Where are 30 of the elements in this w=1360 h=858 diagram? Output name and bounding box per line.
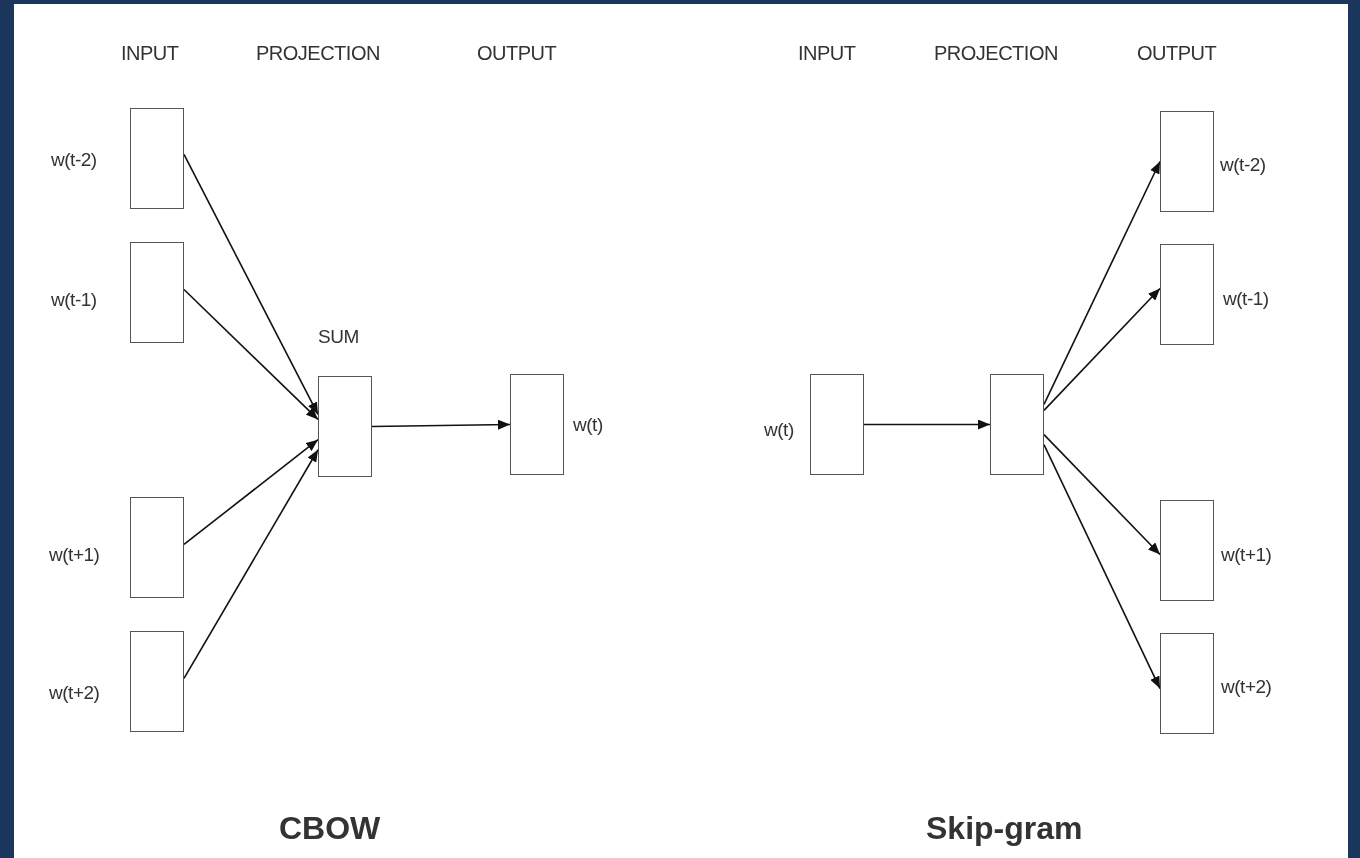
layer-heading: OUTPUT	[1137, 41, 1217, 66]
word-label: w(t-2)	[1220, 153, 1266, 177]
model-title: Skip-gram	[926, 809, 1083, 848]
arrow	[183, 153, 319, 416]
arrow	[863, 419, 991, 430]
vector-box	[990, 374, 1044, 475]
word-label: w(t)	[764, 418, 794, 442]
layer-heading: PROJECTION	[256, 41, 380, 66]
word-label: w(t+1)	[1221, 543, 1272, 567]
layer-heading: PROJECTION	[934, 41, 1058, 66]
word-label: SUM	[318, 325, 359, 349]
arrow	[1043, 160, 1161, 406]
arrow	[183, 438, 319, 546]
arrow	[1043, 287, 1161, 412]
word-label: w(t+2)	[1221, 675, 1272, 699]
layer-heading: INPUT	[121, 41, 179, 66]
layer-heading: OUTPUT	[477, 41, 557, 66]
arrow	[371, 419, 511, 430]
model-title: CBOW	[279, 809, 381, 848]
arrow	[183, 288, 319, 421]
word-label: w(t+1)	[49, 543, 100, 567]
arrow	[1043, 433, 1161, 556]
layer-heading: INPUT	[798, 41, 856, 66]
word-label: w(t-1)	[51, 288, 97, 312]
word-label: w(t-1)	[1223, 287, 1269, 311]
word-label: w(t)	[573, 413, 603, 437]
word-label: w(t+2)	[49, 681, 100, 705]
word-label: w(t-2)	[51, 148, 97, 172]
arrow	[183, 448, 319, 680]
arrow	[1043, 443, 1161, 690]
